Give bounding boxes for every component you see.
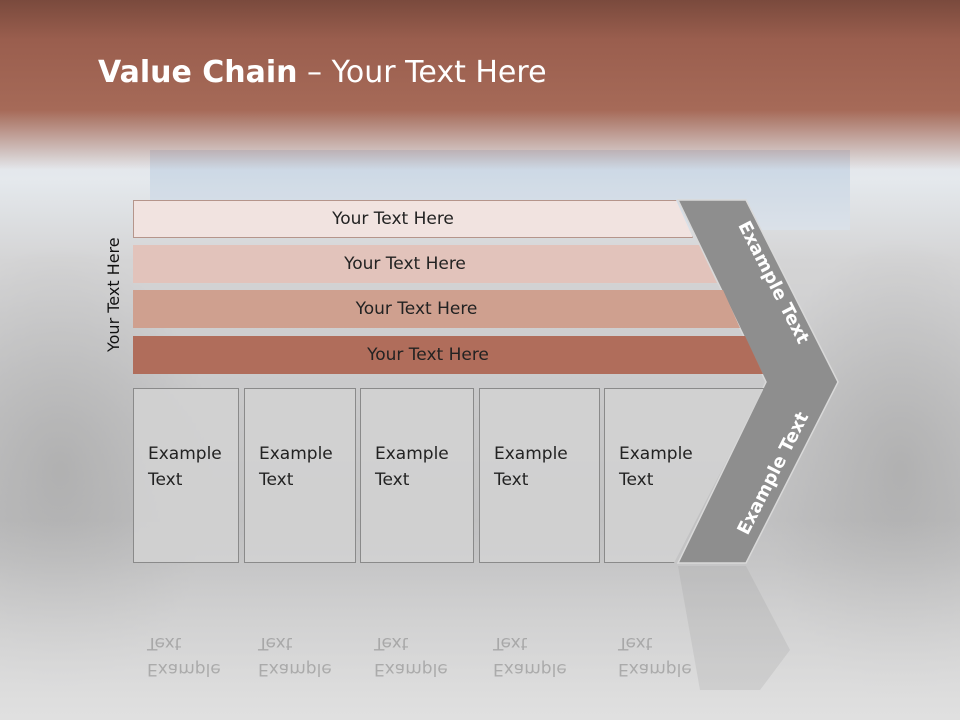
- card-1-reflection-line2: Text: [147, 633, 182, 653]
- bar-2-label: Your Text Here: [344, 254, 466, 274]
- card-1-reflection: Example Text: [133, 572, 239, 692]
- title-bold: Value Chain: [98, 55, 298, 90]
- chevron-arrow-reflection: [678, 566, 790, 690]
- card-1-reflection-line1: Example: [147, 659, 221, 679]
- card-4-line2: Text: [494, 470, 529, 490]
- card-3-reflection: Example Text: [360, 572, 474, 692]
- bar-1-label: Your Text Here: [332, 209, 454, 229]
- card-4: Example Text: [479, 388, 600, 563]
- card-5-reflection-line2: Text: [618, 633, 653, 653]
- title-rest: – Your Text Here: [297, 55, 547, 90]
- card-1: Example Text: [133, 388, 239, 563]
- card-2-reflection-line1: Example: [258, 659, 332, 679]
- bar-1: Your Text Here: [133, 200, 693, 238]
- card-3-line1: Example: [375, 444, 449, 464]
- card-2: Example Text: [244, 388, 356, 563]
- card-3-reflection-line1: Example: [374, 659, 448, 679]
- card-3-reflection-line2: Text: [374, 633, 409, 653]
- slide-title: Value Chain – Your Text Here: [98, 55, 547, 90]
- card-2-line1: Example: [259, 444, 333, 464]
- card-5-reflection: Example Text: [604, 572, 724, 692]
- card-5-reflection-line1: Example: [618, 659, 692, 679]
- card-2-reflection-line2: Text: [258, 633, 293, 653]
- bar-4-label: Your Text Here: [367, 345, 489, 365]
- bar-3-label: Your Text Here: [355, 299, 478, 319]
- card-2-line2: Text: [259, 470, 294, 490]
- card-1-line2: Text: [148, 470, 183, 490]
- card-5-line2: Text: [619, 470, 654, 490]
- bar-4: Your Text Here: [133, 336, 763, 374]
- card-5-line1: Example: [619, 444, 693, 464]
- card-2-reflection: Example Text: [244, 572, 356, 692]
- card-3-line2: Text: [375, 470, 410, 490]
- bar-3: Your Text Here: [133, 290, 740, 328]
- card-4-reflection-line1: Example: [493, 659, 567, 679]
- card-4-reflection: Example Text: [479, 572, 600, 692]
- header-band: [0, 0, 960, 170]
- card-1-line1: Example: [148, 444, 222, 464]
- card-3: Example Text: [360, 388, 474, 563]
- card-4-line1: Example: [494, 444, 568, 464]
- chevron-arrow-shape: [676, 199, 839, 564]
- card-4-reflection-line2: Text: [493, 633, 528, 653]
- bar-2: Your Text Here: [133, 245, 717, 283]
